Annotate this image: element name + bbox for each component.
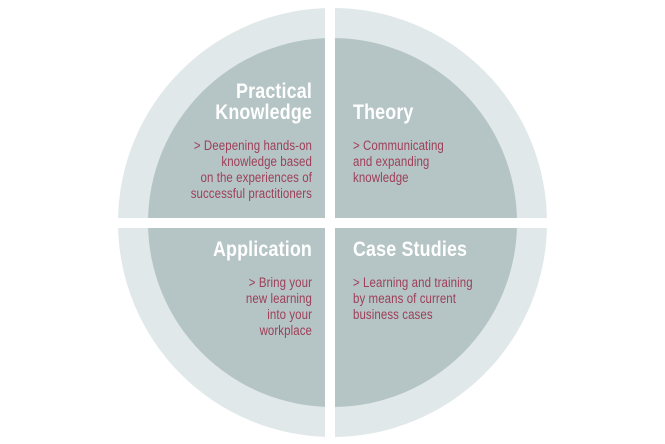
quadrant-title-case-studies: Case Studies (353, 238, 468, 261)
quadrant-body-theory: > Communicating and expanding knowledge (353, 138, 444, 185)
quadrant-title-theory: Theory (353, 101, 414, 124)
quadrant-body-practical-knowledge: > Deepening hands-on knowledge based on … (190, 138, 312, 201)
quadrant-body-application: > Bring your new learning into your work… (245, 275, 312, 338)
quadrant-body-case-studies: > Learning and training by means of curr… (353, 275, 473, 322)
quadrant-case-studies: Case Studies > Learning and training by … (353, 239, 540, 323)
quadrant-theory: Theory > Communicating and expanding kno… (353, 102, 532, 186)
quadrant-title-practical-knowledge: Practical Knowledge (215, 80, 312, 124)
quadrant-title-application: Application (212, 238, 312, 261)
quadrant-application: Application > Bring your new learning in… (108, 239, 312, 339)
quadrant-practical-knowledge: Practical Knowledge > Deepening hands-on… (108, 81, 312, 202)
horizontal-divider (0, 218, 665, 228)
